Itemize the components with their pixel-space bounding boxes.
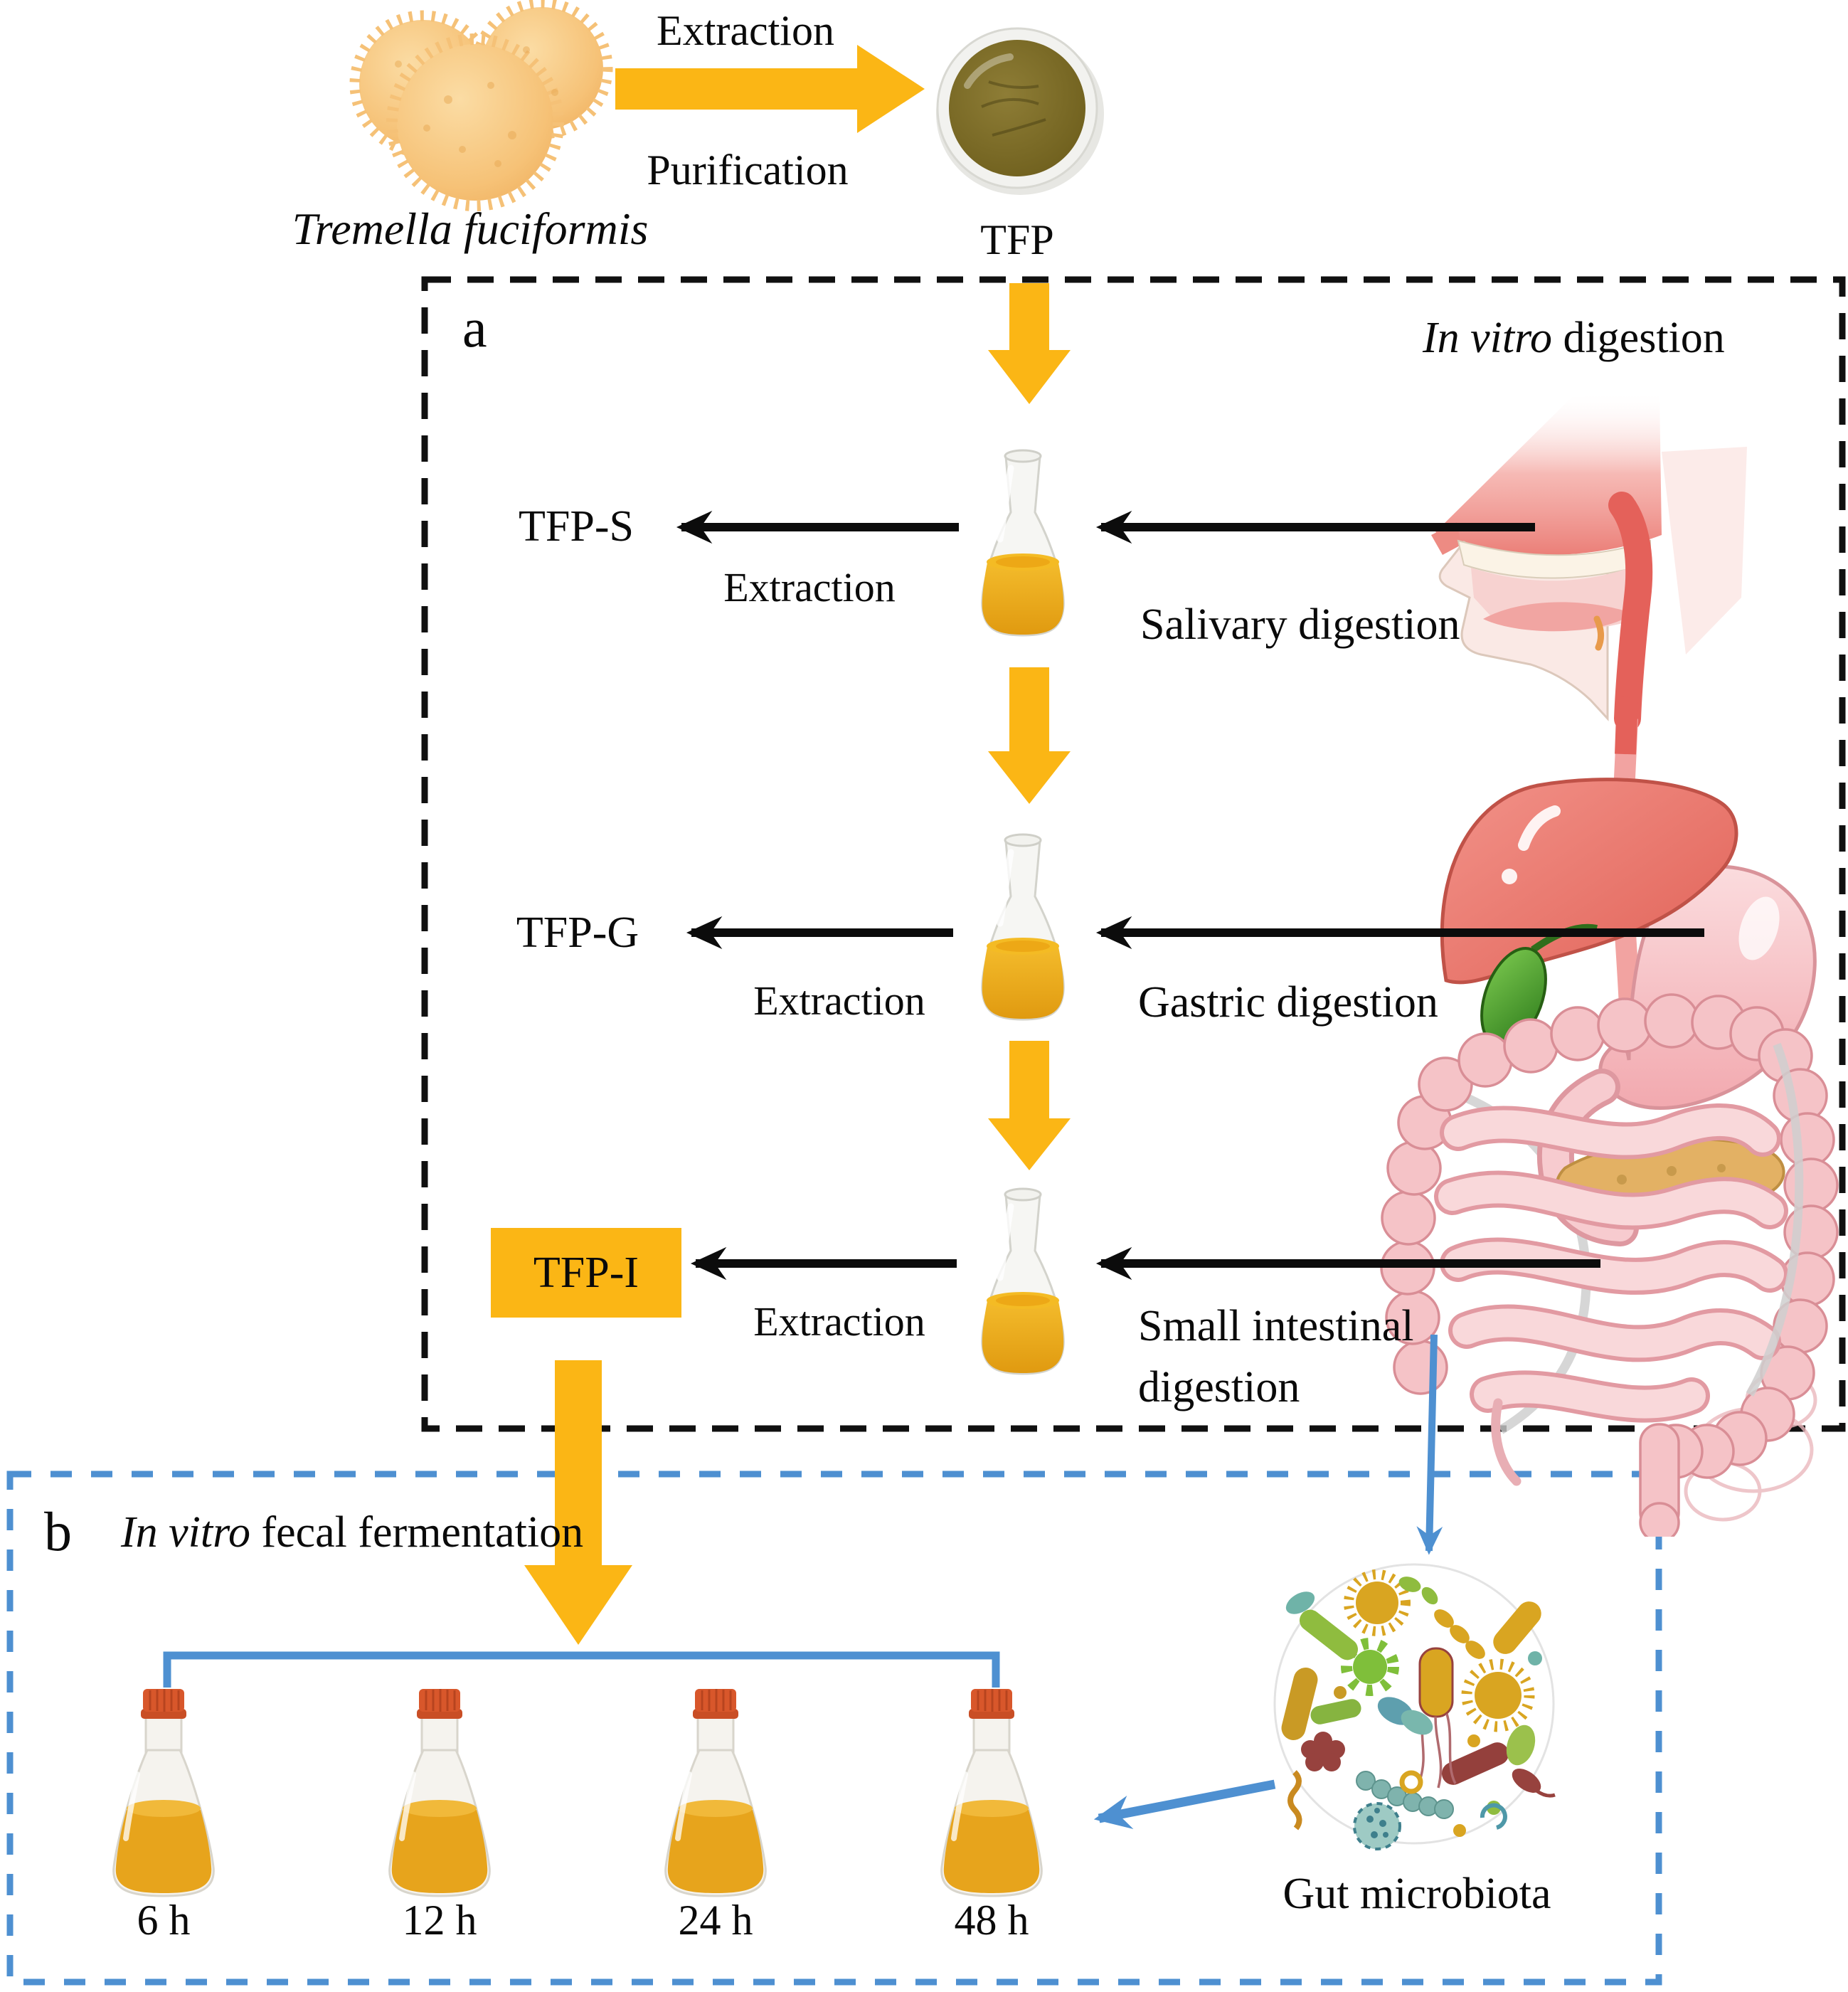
panel-b-title-italic: In vitro [121,1508,250,1557]
product-label-tfpi: TFP-I [533,1248,639,1297]
timepoint-label-6h: 6 h [137,1897,191,1944]
purification-label: Purification [647,147,849,194]
tfp-label: TFP [980,216,1054,263]
digestion-label-gastric: Gastric digestion [1138,978,1438,1027]
panel-a-title-rest: digestion [1551,314,1725,362]
intestine-to-microbiota-arrow [1416,1334,1443,1555]
tfp-powder-dish-illustration [936,27,1104,195]
salivary-to-gastric-arrow [988,667,1071,804]
tremella-mushroom-illustration [349,0,613,211]
digestion-label-salivary: Salivary digestion [1140,600,1460,649]
digestion-label-intestinal: Small intestinal digestion [1138,1296,1413,1418]
panel-a-title: In vitro digestion [1423,314,1725,362]
extraction-label-3: Extraction [753,1298,925,1345]
tongue [1483,602,1632,632]
digestion-label-intestinal-line2: digestion [1138,1362,1300,1411]
gut-microbiota-label: Gut microbiota [1283,1870,1551,1918]
colon [1380,993,1839,1537]
product-label-tfps: TFP-S [519,502,634,551]
timepoint-label-48h: 48 h [954,1897,1029,1944]
digestion-label-intestinal-line1: Small intestinal [1138,1302,1414,1350]
digestive-tract-illustration [1380,393,1839,1537]
extraction-arrow-right [615,45,925,133]
source-species-label: Tremella fuciformis [292,203,649,254]
small-intestine [1434,1103,1788,1486]
timepoint-label-24h: 24 h [678,1897,753,1944]
head-profile [1435,393,1662,556]
timepoint-label-12h: 12 h [402,1897,477,1944]
product-label-tfpg: TFP-G [516,908,639,957]
extraction-top-label: Extraction [657,7,834,54]
panel-b-border [6,1471,1662,1986]
gut-microbiota-illustration [1273,1563,1556,1850]
extraction-label-2: Extraction [753,978,925,1024]
head-back-shade [1662,447,1747,655]
panel-a-tag: a [462,297,487,359]
appendix [1491,1398,1522,1486]
panel-b-title: In vitro fecal fermentation [121,1508,584,1557]
panel-b-tag: b [44,1500,72,1562]
gastric-to-intestinal-arrow [988,1041,1071,1170]
extraction-label-1: Extraction [723,564,896,610]
panel-a-border [421,276,1846,1432]
product-box-tfpi: TFP-I [491,1228,681,1318]
tfp-down-arrow [988,283,1071,404]
pharynx [1608,492,1653,732]
panel-a-title-italic: In vitro [1423,314,1552,362]
tfpi-to-fermentation-arrow [524,1360,632,1645]
fermentation-bracket [163,1651,1000,1688]
panel-b-title-rest: fecal fermentation [250,1508,584,1557]
microbiota-to-flask-arrow [1093,1779,1276,1829]
